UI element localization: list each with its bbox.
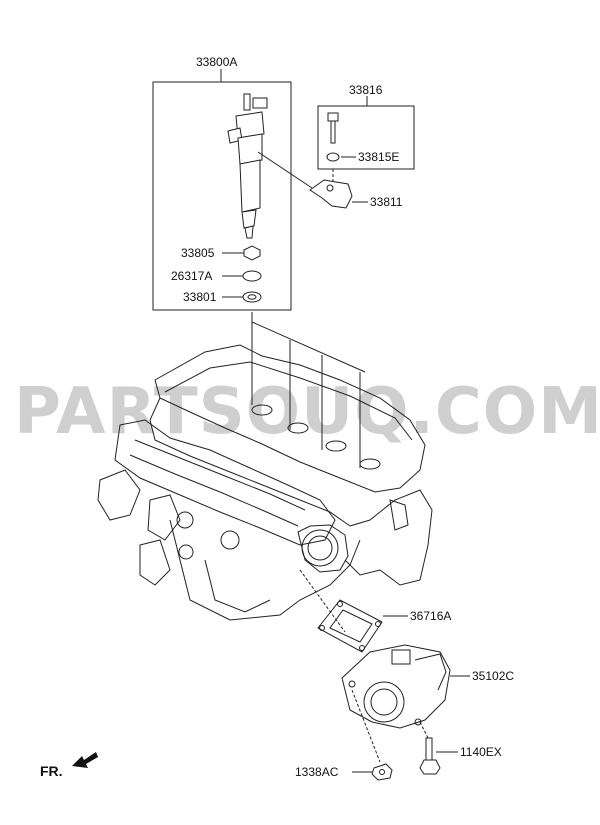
washer-part	[242, 291, 262, 303]
injector-clamp-part	[309, 179, 353, 209]
label-1338AC[interactable]: 1338AC	[295, 765, 339, 779]
label-35102C[interactable]: 35102C	[472, 669, 514, 683]
bolt-set-group: 33816 33815E	[317, 83, 415, 185]
label-36716A[interactable]: 36716A	[410, 609, 451, 623]
nozzle-seal-part	[243, 245, 261, 261]
label-1140EX[interactable]: 1140EX	[460, 745, 502, 759]
injector-assembly-group: 33800A 33805 26317A 33801	[152, 55, 292, 311]
front-direction-label: FR.	[40, 763, 63, 779]
throttle-body-part	[341, 644, 451, 729]
injector-leader-lines	[251, 312, 366, 468]
label-26317A[interactable]: 26317A	[171, 269, 212, 283]
mounting-bolt-part	[419, 737, 441, 775]
washer-e-part	[326, 152, 340, 162]
injector-assembly-box	[152, 81, 292, 311]
label-33805[interactable]: 33805	[181, 246, 215, 260]
clamp-bolt-part	[327, 112, 339, 144]
label-33801[interactable]: 33801	[183, 290, 217, 304]
label-33816[interactable]: 33816	[349, 83, 383, 97]
fuel-injector	[227, 93, 268, 239]
engine-block-drawing	[97, 344, 433, 621]
label-33815E[interactable]: 33815E	[358, 150, 399, 164]
front-arrow-icon	[72, 752, 98, 768]
label-33811[interactable]: 33811	[370, 195, 403, 209]
o-ring-part	[242, 270, 262, 282]
watermark-text: PARTSOUQ.COM	[14, 375, 600, 449]
bolt-set-box	[317, 105, 415, 170]
gasket-part	[317, 599, 383, 653]
label-33800A[interactable]: 33800A	[196, 55, 237, 69]
nut-part	[371, 763, 393, 781]
